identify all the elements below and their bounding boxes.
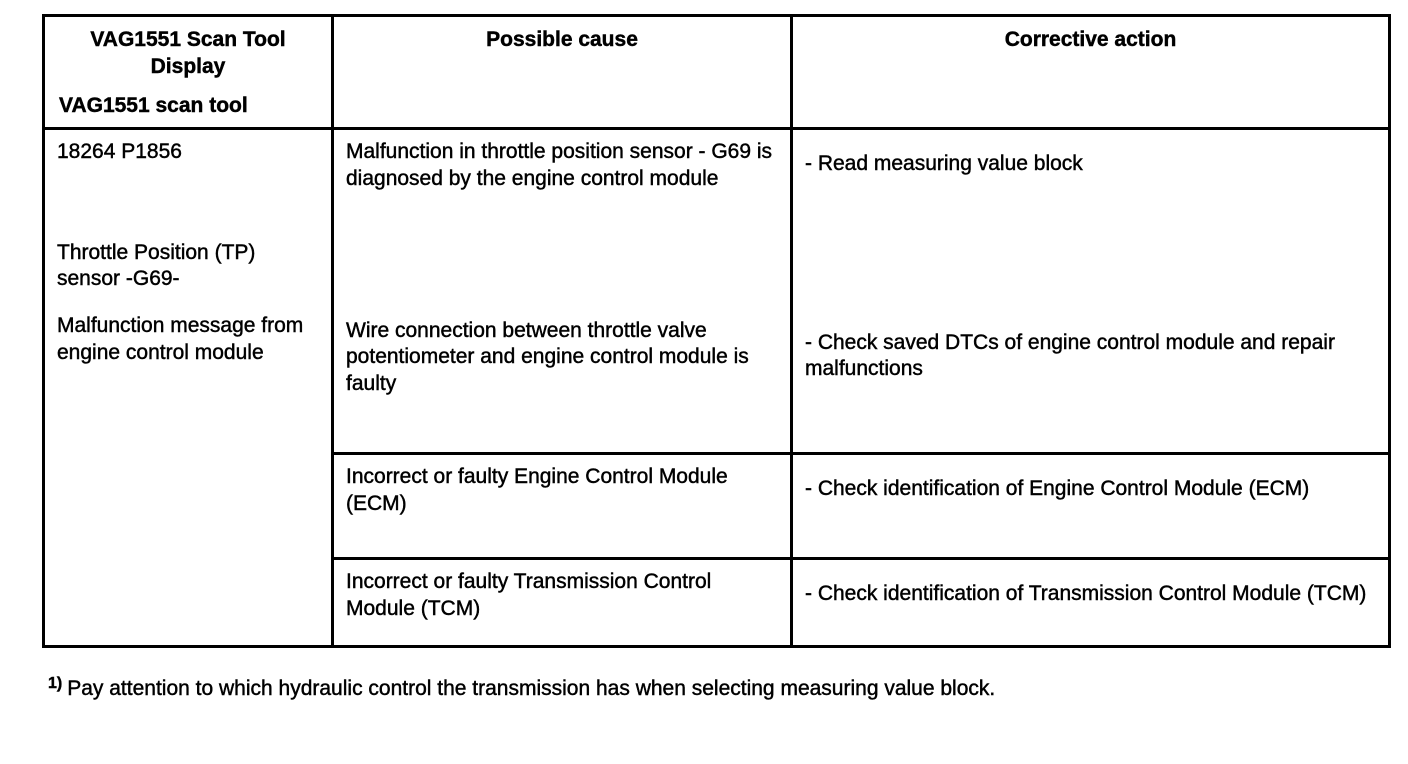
corrective-action-cell: - Check identification of Engine Control… <box>790 452 1391 560</box>
corrective-action-cell: - Check saved DTCs of engine control mod… <box>790 308 1391 455</box>
possible-cause-cell: Malfunction in throttle position sensor … <box>331 127 793 309</box>
diagnostic-table-page: VAG1551 Scan Tool Display VAG1551 scan t… <box>0 14 1408 764</box>
footnote-marker: 1) <box>48 675 63 692</box>
possible-cause-cell: Incorrect or faulty Engine Control Modul… <box>331 452 793 560</box>
possible-cause-cell: Incorrect or faulty Transmission Control… <box>331 557 793 648</box>
table-header-row: VAG1551 Scan Tool Display VAG1551 scan t… <box>42 14 1391 130</box>
column-header-corrective-action: Corrective action <box>790 14 1391 130</box>
footnote-text: Pay attention to which hydraulic control… <box>67 677 996 700</box>
table-row: Wire connection between throttle valve p… <box>44 308 1391 455</box>
dtc-message: Malfunction message from engine control … <box>57 313 304 364</box>
column-header-scan-tool: VAG1551 Scan Tool Display VAG1551 scan t… <box>42 14 334 130</box>
footnote: 1)Pay attention to which hydraulic contr… <box>48 674 1378 702</box>
table-row: Incorrect or faulty Transmission Control… <box>44 557 1391 648</box>
table-row: Incorrect or faulty Engine Control Modul… <box>44 452 1391 560</box>
dtc-component: Throttle Position (TP) sensor -G69- <box>57 240 256 291</box>
column-header-possible-cause: Possible cause <box>331 14 793 130</box>
scan-tool-header-title: VAG1551 Scan Tool Display <box>90 28 286 78</box>
possible-cause-cell: Wire connection between throttle valve p… <box>331 308 793 455</box>
dtc-diagnostic-table: VAG1551 Scan Tool Display VAG1551 scan t… <box>42 14 1391 648</box>
scan-tool-header-subtitle: VAG1551 scan tool <box>59 94 248 118</box>
corrective-action-cell: - Check identification of Transmission C… <box>790 557 1391 648</box>
dtc-code: 18264 P1856 <box>57 140 182 163</box>
corrective-action-cell: - Read measuring value block <box>790 127 1391 309</box>
table-row: 18264 P1856 Throttle Position (TP) senso… <box>42 127 1391 648</box>
dtc-code-cell: 18264 P1856 Throttle Position (TP) senso… <box>42 127 334 648</box>
